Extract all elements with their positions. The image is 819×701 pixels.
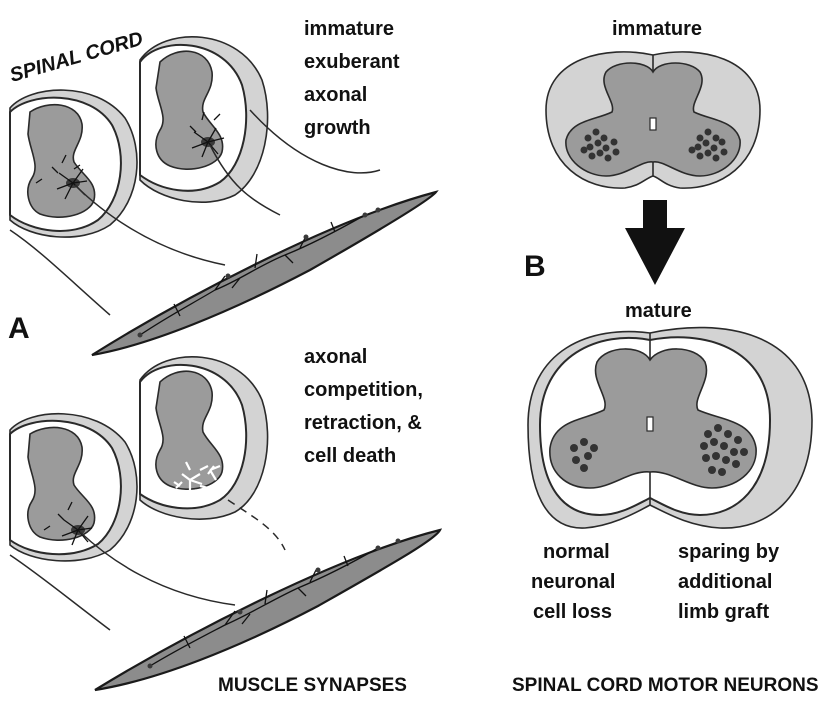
bottom-caption: axonal competition, retraction, & cell d… xyxy=(304,346,423,467)
panel-a-footer: MUSCLE SYNAPSES xyxy=(218,675,407,696)
down-arrow-icon xyxy=(625,200,685,285)
mature-label: mature xyxy=(625,300,692,322)
cord-section-bottom-left xyxy=(10,414,137,561)
right-caption-line-1: sparing by xyxy=(678,541,780,563)
cord-section-bottom-right xyxy=(140,357,268,519)
left-caption: normal neuronal cell loss xyxy=(531,541,615,623)
left-caption-line-1: normal xyxy=(543,541,610,563)
immature-cord-section xyxy=(546,52,760,188)
mature-cord-section xyxy=(528,328,812,529)
top-caption-line-4: growth xyxy=(304,117,371,139)
left-caption-line-3: cell loss xyxy=(533,601,612,623)
panel-b-footer: SPINAL CORD MOTOR NEURONS xyxy=(512,675,819,696)
top-caption-line-1: immature xyxy=(304,18,394,40)
spinal-cord-label: SPINAL CORD xyxy=(7,28,145,87)
right-caption-line-2: additional xyxy=(678,571,772,593)
immature-label: immature xyxy=(612,18,702,40)
muscle-fiber-bottom xyxy=(95,530,440,690)
panel-b-letter: B xyxy=(524,250,546,283)
panel-a-letter: A xyxy=(8,312,30,345)
top-caption-line-3: axonal xyxy=(304,84,367,106)
axon-top-extra xyxy=(10,230,110,315)
panel-b: immature B mature xyxy=(512,18,819,696)
axon-bottom-extra xyxy=(10,555,110,630)
cord-section-top-left xyxy=(10,90,137,237)
top-caption: immature exuberant axonal growth xyxy=(304,18,400,139)
bottom-caption-line-4: cell death xyxy=(304,445,396,467)
right-caption-line-3: limb graft xyxy=(678,601,769,623)
left-caption-line-2: neuronal xyxy=(531,571,615,593)
right-caption: sparing by additional limb graft xyxy=(678,541,780,623)
panel-a: SPINAL CORD A immature exuberant axonal … xyxy=(7,18,440,696)
muscle-fiber-top xyxy=(92,192,436,355)
cord-section-top-right xyxy=(140,37,268,202)
top-caption-line-2: exuberant xyxy=(304,51,400,73)
bottom-caption-line-3: retraction, & xyxy=(304,412,422,434)
bottom-caption-line-2: competition, xyxy=(304,379,423,401)
bottom-caption-line-1: axonal xyxy=(304,346,367,368)
